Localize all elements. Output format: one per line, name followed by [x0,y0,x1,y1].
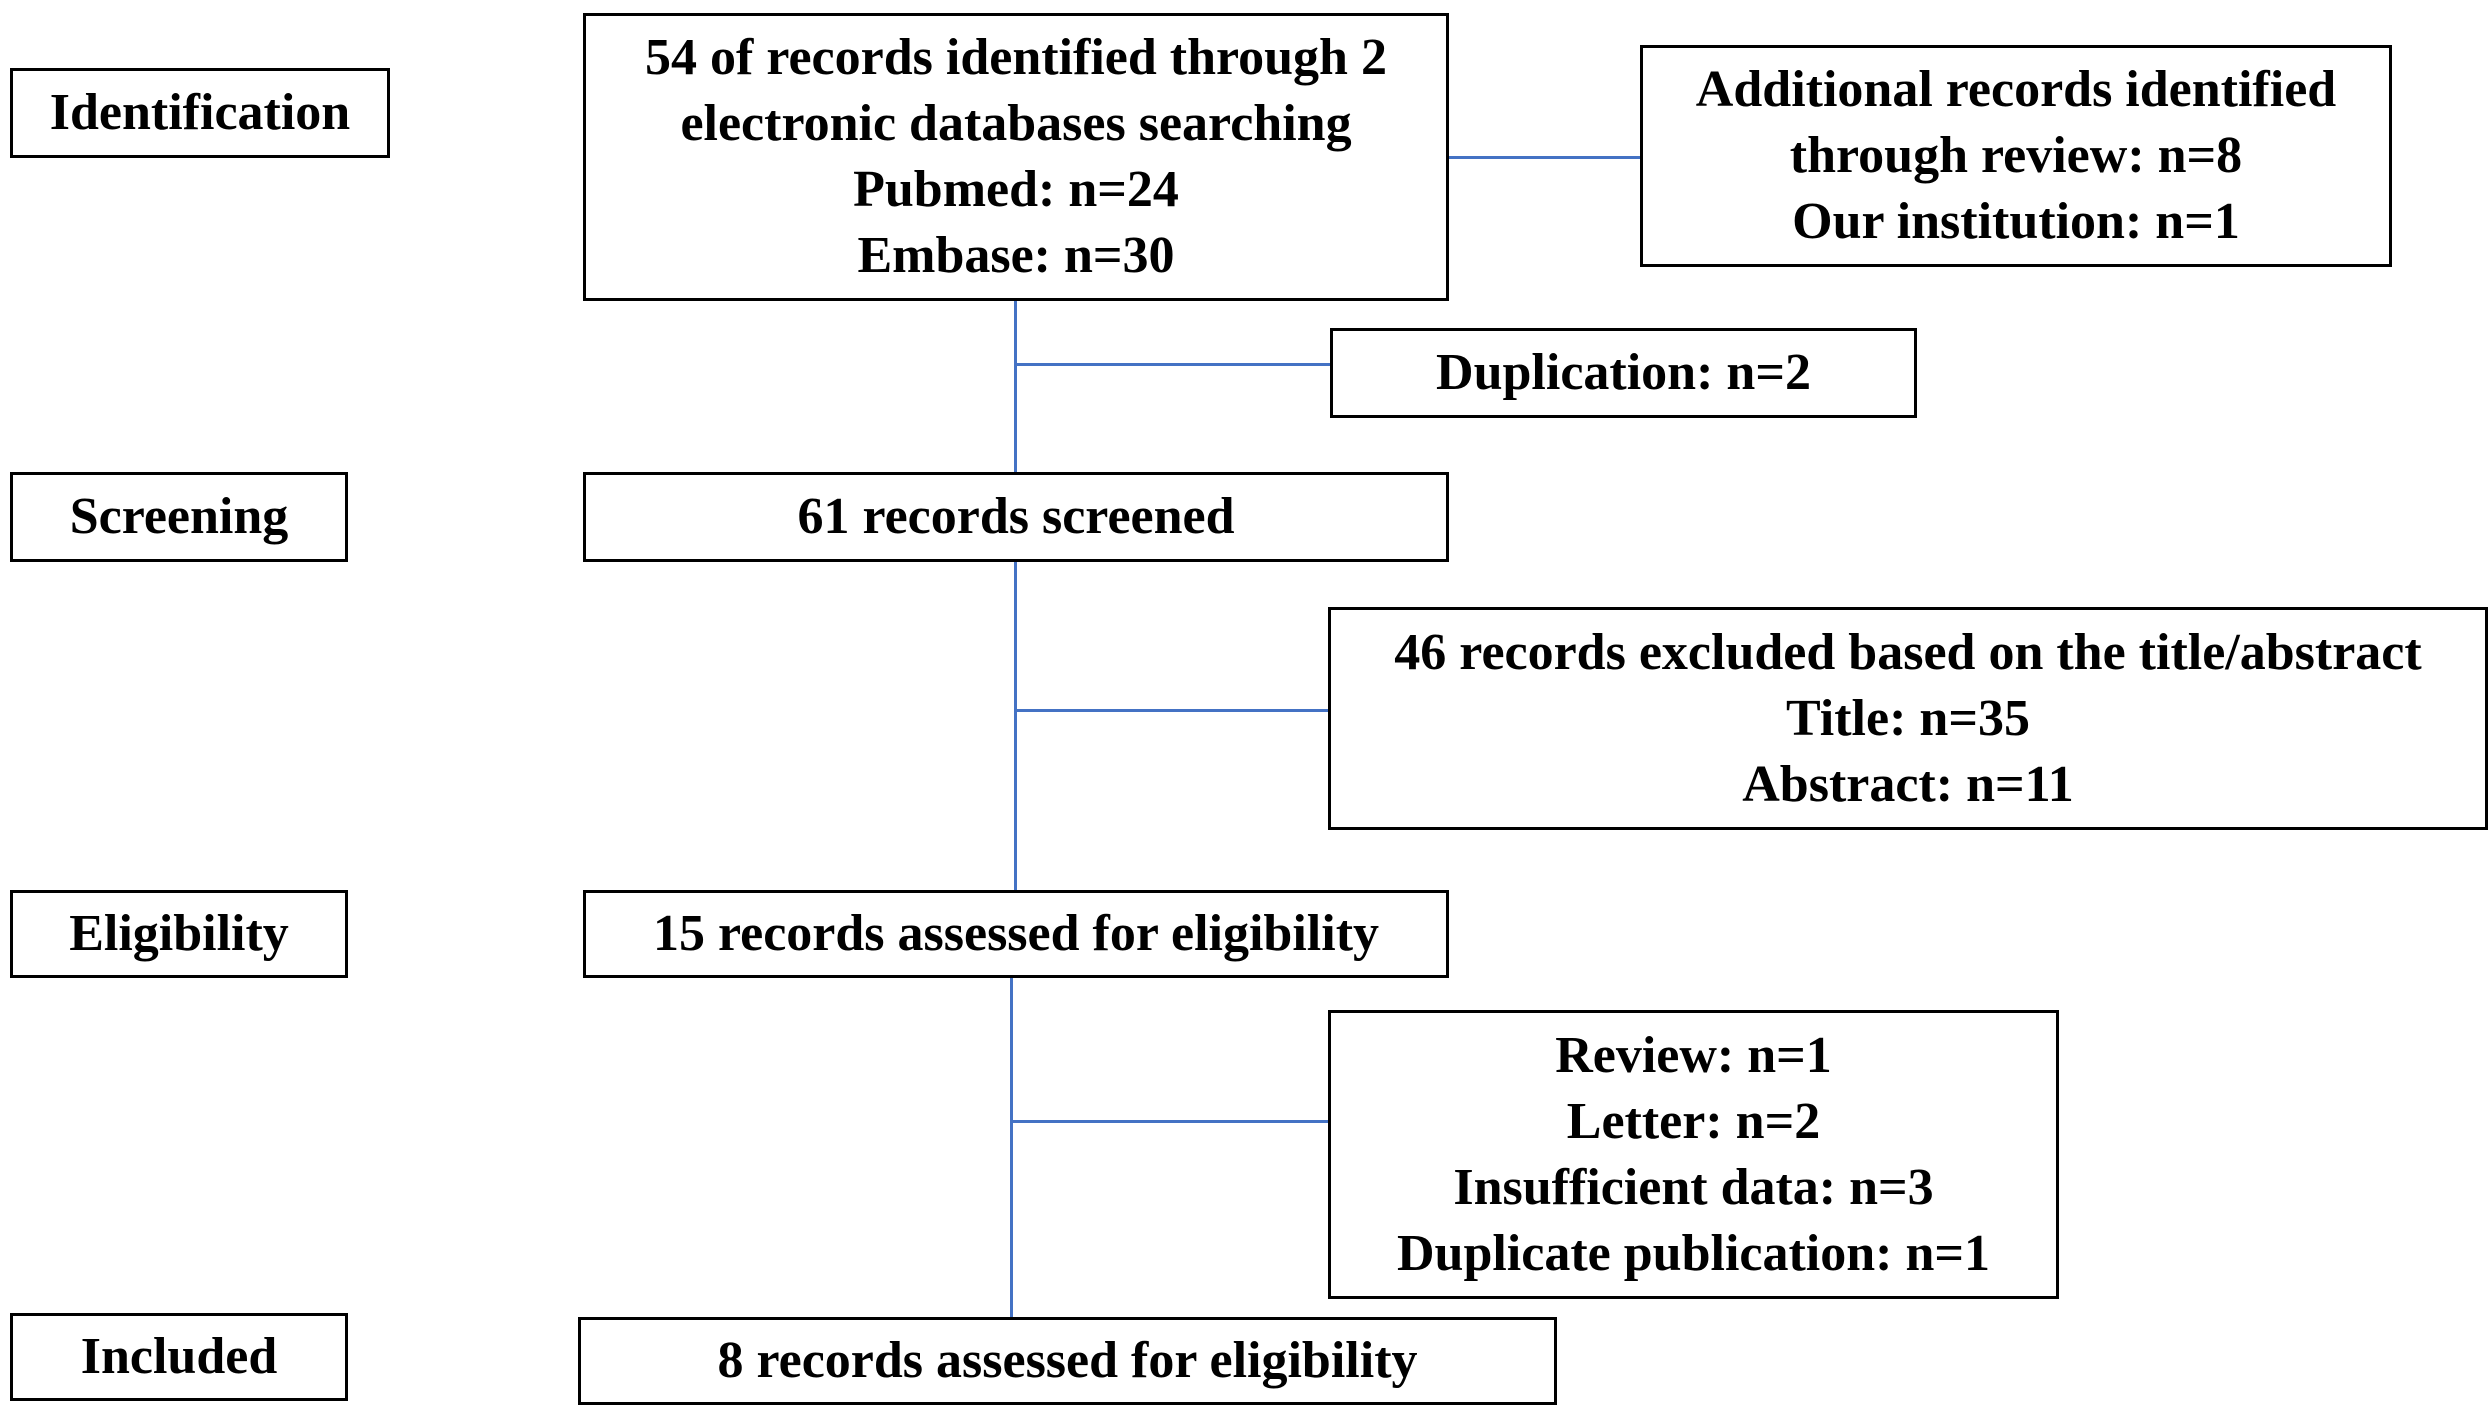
box-line: Letter: n=2 [1566,1092,1821,1150]
box-line: 54 of records identified through 2 [645,29,1387,86]
connector-to-excluded-fulltext [1012,1120,1328,1123]
box-line: Abstract: n=11 [1742,755,2074,813]
stage-label-text: Included [80,1328,278,1385]
box-line: 46 records excluded based on the title/a… [1394,623,2422,681]
box-line: 15 records assessed for eligibility [652,905,1380,962]
stage-label-eligibility: Eligibility [10,890,348,978]
connector-to-excluded-title-abstract [1016,709,1328,712]
box-line: electronic databases searching [680,95,1352,152]
box-line: Additional records identified [1695,61,2337,118]
connector-identified-to-screened [1014,301,1017,472]
box-line: Duplication: n=2 [1436,344,1811,401]
connector-assessed-to-included [1010,978,1013,1317]
excluded-title-abstract-box: 46 records excluded based on the title/a… [1328,607,2488,830]
excluded-fulltext-box: Review: n=1 Letter: n=2 Insufficient dat… [1328,1010,2059,1299]
stage-label-text: Screening [69,488,289,545]
records-screened-box: 61 records screened [583,472,1449,562]
box-line: 8 records assessed for eligibility [717,1332,1418,1389]
stage-label-identification: Identification [10,68,390,158]
stage-label-text: Eligibility [69,905,289,962]
stage-label-screening: Screening [10,472,348,562]
additional-records-box: Additional records identified through re… [1640,45,2392,267]
stage-label-included: Included [10,1313,348,1401]
box-line: 61 records screened [797,488,1235,545]
connector-additional-to-identified [1449,156,1640,159]
box-line: Title: n=35 [1786,689,2030,747]
records-identified-box: 54 of records identified through 2 elect… [583,13,1449,301]
box-line: Review: n=1 [1555,1026,1832,1084]
duplication-box: Duplication: n=2 [1330,328,1917,418]
stage-label-text: Identification [49,84,351,141]
box-line: Embase: n=30 [857,227,1175,284]
connector-to-duplication [1016,363,1330,366]
box-line: Insufficient data: n=3 [1453,1158,1934,1216]
box-line: through review: n=8 [1789,127,2243,184]
box-line: Our institution: n=1 [1792,193,2240,250]
records-included-box: 8 records assessed for eligibility [578,1317,1557,1405]
box-line: Duplicate publication: n=1 [1396,1224,1991,1282]
connector-screened-to-assessed [1014,562,1017,890]
box-line: Pubmed: n=24 [853,161,1179,218]
records-assessed-box: 15 records assessed for eligibility [583,890,1449,978]
